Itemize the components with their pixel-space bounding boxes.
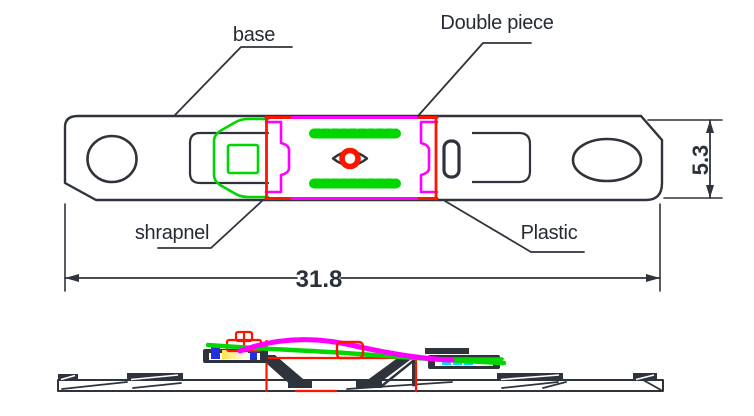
mounting-hole-right <box>571 137 643 183</box>
base-leader-line <box>174 46 293 116</box>
shrapnel-label: shrapnel <box>135 222 209 244</box>
platform-left <box>203 347 268 363</box>
rivet-stadium <box>325 145 375 172</box>
plastic-mid-red-outline <box>335 340 365 360</box>
dim-height-text: 5.3 <box>688 145 713 176</box>
recess-left <box>188 131 270 185</box>
shrapnel-outline-left <box>212 117 270 199</box>
double-piece-bracket-left <box>264 120 291 194</box>
plastic-label: Plastic <box>521 222 578 244</box>
mounting-hole-left <box>86 134 138 184</box>
rivet-ring <box>339 147 361 170</box>
terminal-blue-mark <box>211 347 220 359</box>
height-dimension: 5.3 <box>647 119 723 199</box>
terminal-yellow-mark <box>222 350 248 359</box>
double-piece-bracket-right <box>419 120 439 194</box>
contact-slot <box>442 139 461 179</box>
double-piece-label: Double piece <box>440 12 553 34</box>
shrapnel-leader-line <box>157 200 263 249</box>
shrapnel-window-square <box>226 143 260 175</box>
plastic-leader-line <box>444 200 585 253</box>
width-dimension: 31.8 <box>64 203 661 293</box>
rail-tabs <box>58 373 657 381</box>
double-piece-profile-curve <box>237 337 455 363</box>
support-leg-right <box>356 354 415 388</box>
double-piece-leader-line <box>417 42 532 117</box>
top-view: 31.8 5.3 base Double piece shrapnel Plas… <box>63 12 723 293</box>
base-label: base <box>233 24 275 46</box>
support-leg-left <box>257 355 312 388</box>
side-view <box>57 330 664 393</box>
recess-right <box>450 131 532 184</box>
dim-width-text: 31.8 <box>296 266 343 293</box>
